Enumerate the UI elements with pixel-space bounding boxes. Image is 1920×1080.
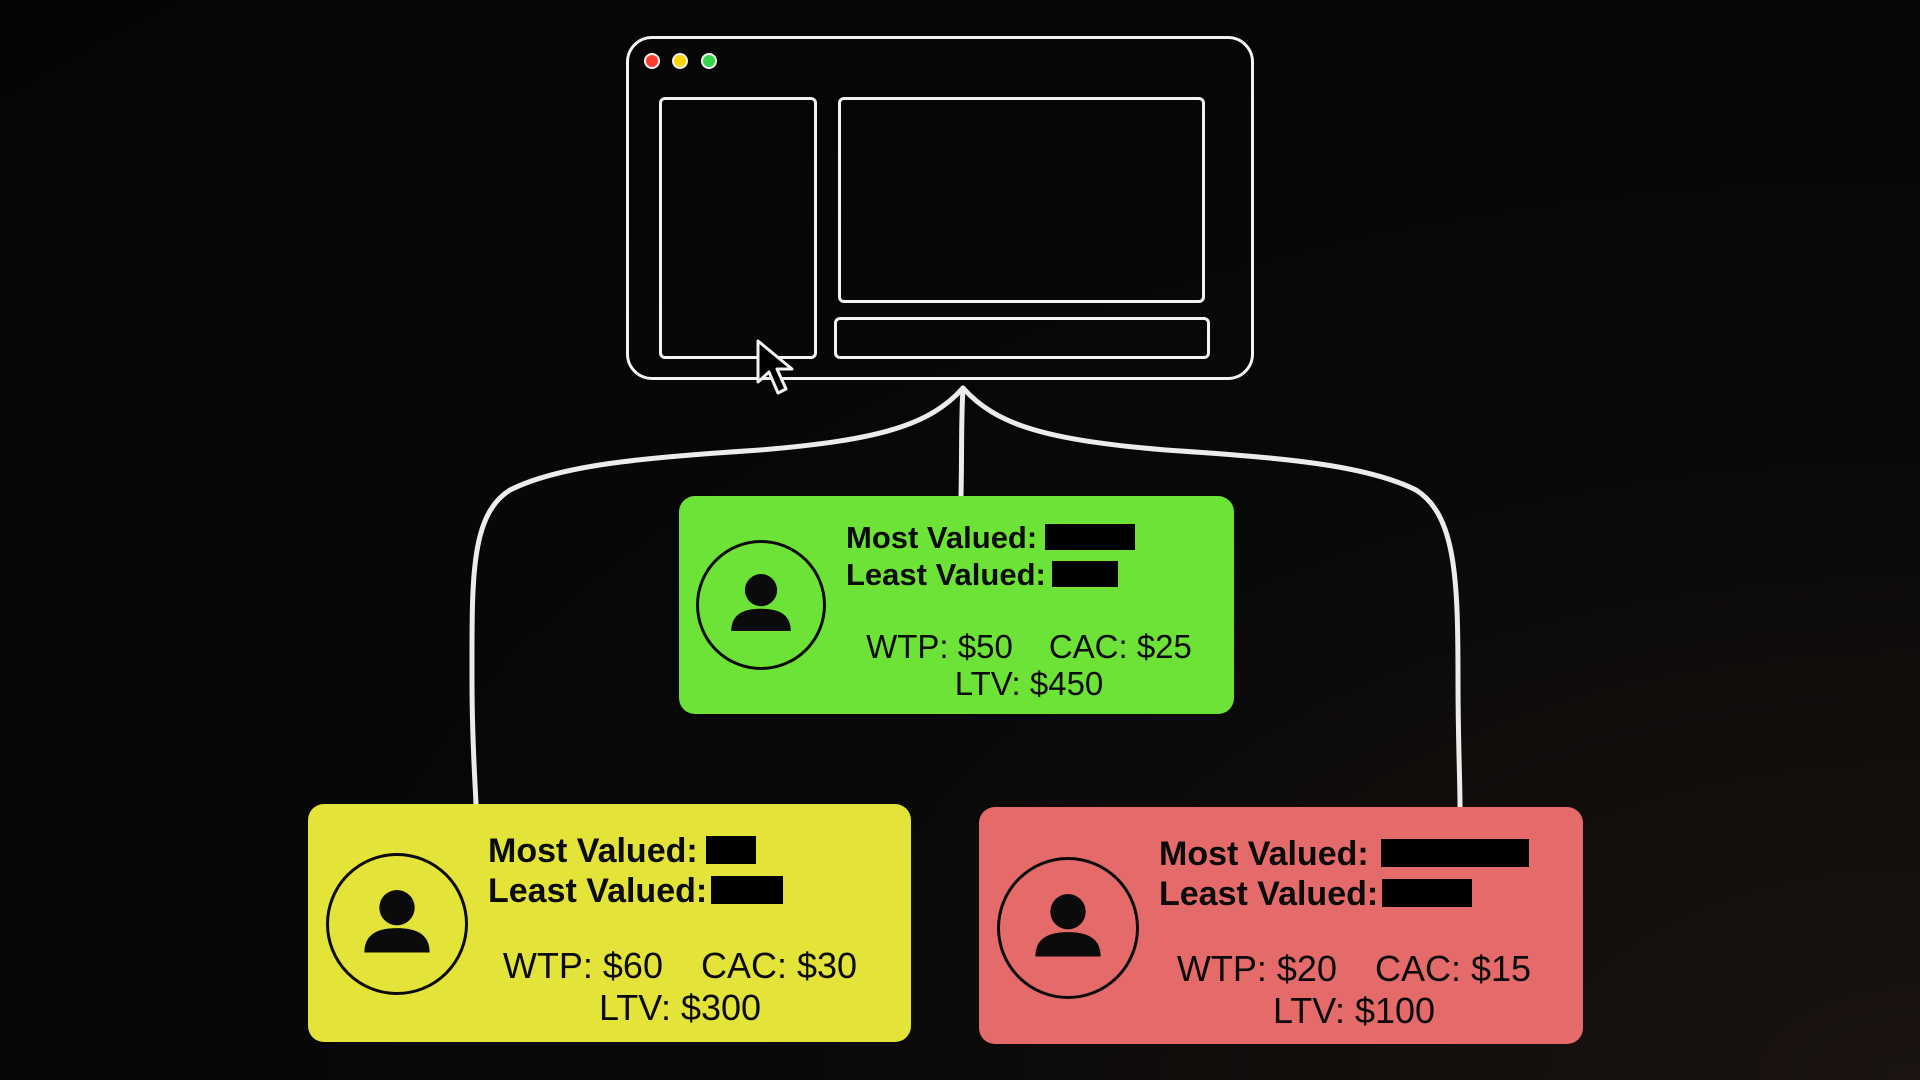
ltv-value: LTV: $450 xyxy=(954,665,1104,702)
cac-value: CAC: $15 xyxy=(1374,948,1532,989)
connector-to-red-card xyxy=(960,385,1463,810)
main-content-panel xyxy=(838,97,1205,303)
redacted-value xyxy=(1051,561,1118,587)
ltv-value: LTV: $300 xyxy=(598,987,762,1028)
ltv-value: LTV: $100 xyxy=(1272,990,1436,1031)
user-icon xyxy=(997,857,1139,999)
most-valued-row: Most Valued: xyxy=(488,834,756,868)
user-icon xyxy=(326,853,468,995)
least-valued-label: Least Valued: xyxy=(488,872,708,910)
wtp-cac-row: WTP: $50 CAC: $25 xyxy=(849,630,1209,663)
most-valued-label: Most Valued: xyxy=(1159,835,1369,873)
redacted-value xyxy=(1380,839,1529,867)
sidebar-panel xyxy=(659,97,817,395)
cac-value: CAC: $25 xyxy=(1048,628,1192,665)
redacted-value xyxy=(1382,879,1473,907)
least-valued-label: Least Valued: xyxy=(846,557,1046,592)
ltv-row: LTV: $300 xyxy=(490,990,870,1026)
least-valued-row: Least Valued: xyxy=(1159,875,1473,913)
least-valued-row: Least Valued: xyxy=(846,559,1118,590)
ltv-row: LTV: $100 xyxy=(1159,993,1549,1029)
ltv-row: LTV: $450 xyxy=(849,667,1209,700)
window-maximize-dot xyxy=(701,53,717,69)
redacted-value xyxy=(1045,524,1136,550)
wtp-value: WTP: $60 xyxy=(502,945,663,986)
most-valued-label: Most Valued: xyxy=(846,520,1038,555)
connector-to-yellow-card xyxy=(469,385,966,807)
wtp-cac-row: WTP: $20 CAC: $15 xyxy=(1159,951,1549,987)
redacted-value xyxy=(711,876,784,904)
browser-window-sketch xyxy=(626,36,1254,395)
wtp-cac-row: WTP: $60 CAC: $30 xyxy=(490,948,870,984)
wtp-value: WTP: $20 xyxy=(1176,948,1337,989)
user-icon xyxy=(696,540,826,670)
persona-card-green: Most Valued: Least Valued: WTP: $50 CAC: … xyxy=(679,496,1234,714)
least-valued-row: Least Valued: xyxy=(488,872,784,910)
most-valued-row: Most Valued: xyxy=(846,520,1136,555)
persona-card-yellow: Most Valued: Least Valued: WTP: $60 CAC: … xyxy=(308,804,911,1042)
wtp-value: WTP: $50 xyxy=(866,628,1013,665)
window-close-dot xyxy=(644,53,660,69)
window-minimize-dot xyxy=(672,53,688,69)
persona-card-red: Most Valued: Least Valued: WTP: $20 CAC: … xyxy=(979,807,1583,1044)
bottom-bar-panel xyxy=(834,317,1210,359)
redacted-value xyxy=(705,836,756,864)
most-valued-row: Most Valued: xyxy=(1159,837,1529,871)
connector-to-green-card xyxy=(958,385,966,499)
least-valued-label: Least Valued: xyxy=(1159,875,1379,913)
cac-value: CAC: $30 xyxy=(700,945,858,986)
most-valued-label: Most Valued: xyxy=(488,832,698,870)
cursor-arrow-icon xyxy=(756,339,794,395)
